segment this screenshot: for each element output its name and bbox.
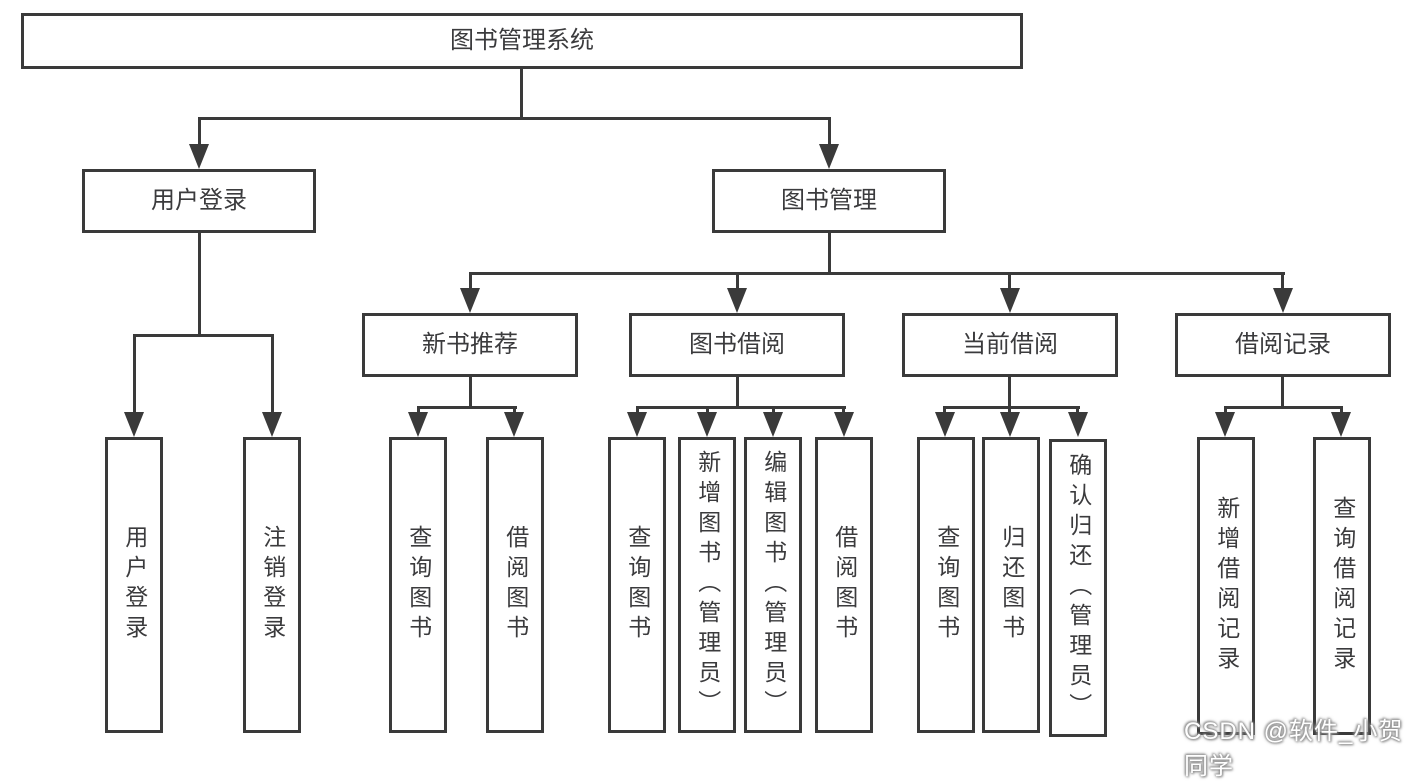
connector-drop-user-login [198,117,201,147]
connector-drop-logout-leaf [271,334,274,415]
leaf-label: 借阅图书 [502,525,529,645]
arrowhead-borrow-records [1273,288,1293,313]
connector-book-borrow-bus [636,406,846,409]
node-label: 图书管理 [781,186,877,214]
connector-drop-query-book-3 [943,406,946,416]
connector-root-stem [520,68,523,119]
connector-book-management-stem [828,233,831,275]
connector-drop-add-record [1224,406,1227,416]
arrowhead-book-management [819,144,839,169]
connector-level3-bus [469,272,1285,275]
node-label: 图书借阅 [689,330,785,358]
connector-drop-confirm-return [1076,406,1079,416]
connector-drop-borrow-records [1281,272,1284,290]
connector-drop-book-borrow [736,272,739,290]
node-book-borrowing: 图书借阅 [629,313,845,377]
node-book-management: 图书管理 [712,169,946,233]
leaf-label: 借阅图书 [831,525,858,645]
arrowhead-book-borrow [727,288,747,313]
arrowhead-query-book-1 [408,412,428,437]
connector-drop-new-book [469,272,472,290]
arrowhead-user-login [189,144,209,169]
connector-drop-query-book-2 [636,406,639,416]
leaf-edit-books-admin: 编辑图书（管理员） [744,437,802,733]
node-new-book-recommendation: 新书推荐 [362,313,578,377]
arrowhead-edit-book [763,412,783,437]
connector-user-login-stem [198,233,201,337]
connector-new-book-bus [417,406,517,409]
connector-drop-query-record [1340,406,1343,416]
leaf-add-borrow-record: 新增借阅记录 [1197,437,1255,735]
leaf-confirm-return-admin: 确认归还（管理员） [1049,439,1107,737]
leaf-label: 查询图书 [933,525,960,645]
node-label: 用户登录 [151,186,247,214]
connector-drop-book-management [828,117,831,147]
leaf-label: 用户登录 [121,525,148,645]
node-label: 当前借阅 [962,330,1058,358]
connector-current-borrow-bus [943,406,1080,409]
leaf-query-books-current: 查询图书 [917,437,975,733]
connector-borrow-records-bus [1224,406,1343,409]
leaf-label: 注销登录 [259,525,286,645]
leaf-label: 查询图书 [405,525,432,645]
leaf-query-books-recommend: 查询图书 [389,437,447,733]
arrowhead-confirm-return [1068,412,1088,437]
arrowhead-add-record [1215,412,1235,437]
leaf-borrow-books: 借阅图书 [815,437,873,733]
arrowhead-new-book [460,288,480,313]
connector-current-borrow-stem [1008,377,1011,409]
arrowhead-query-book-3 [935,412,955,437]
leaf-user-login: 用户登录 [105,437,163,733]
leaf-return-books: 归还图书 [982,437,1040,733]
node-library-management-system: 图书管理系统 [21,13,1023,69]
leaf-query-borrow-record: 查询借阅记录 [1313,437,1371,735]
node-label: 新书推荐 [422,330,518,358]
connector-borrow-records-stem [1281,377,1284,409]
leaf-add-books-admin: 新增图书（管理员） [678,437,736,733]
leaf-label: 确认归还（管理员） [1065,453,1092,723]
arrowhead-query-record [1331,412,1351,437]
leaf-logout: 注销登录 [243,437,301,733]
leaf-label: 新增图书（管理员） [694,450,721,720]
connector-drop-current-borrow [1008,272,1011,290]
arrowhead-borrow-book-1 [504,412,524,437]
csdn-watermark: CSDN @软件_小贺同学 [1184,718,1404,780]
node-current-borrowing: 当前借阅 [902,313,1118,377]
connector-user-login-bus [133,334,274,337]
leaf-borrow-books-recommend: 借阅图书 [486,437,544,733]
arrowhead-query-book-2 [627,412,647,437]
leaf-query-books-borrow: 查询图书 [608,437,666,733]
connector-drop-borrow-book-1 [513,406,516,416]
arrowhead-logout-leaf [262,412,282,437]
leaf-label: 查询借阅记录 [1329,496,1356,676]
node-label: 图书管理系统 [450,26,594,54]
leaf-label: 新增借阅记录 [1213,496,1240,676]
node-user-login: 用户登录 [82,169,316,233]
leaf-label: 查询图书 [624,525,651,645]
connector-book-borrow-stem [736,377,739,409]
arrowhead-return-book [1000,412,1020,437]
org-chart-diagram: 图书管理系统 用户登录 图书管理 新书推荐 图书借阅 当前借阅 借阅记录 [21,13,1402,780]
arrowhead-add-book [697,412,717,437]
connector-drop-edit-book [772,406,775,416]
connector-new-book-stem [469,377,472,409]
connector-drop-add-book [706,406,709,416]
arrowhead-current-borrow [1000,288,1020,313]
node-label: 借阅记录 [1235,330,1331,358]
arrowhead-login-leaf [124,412,144,437]
leaf-label: 编辑图书（管理员） [760,450,787,720]
connector-drop-return-book [1008,406,1011,416]
arrowhead-borrow-book-2 [834,412,854,437]
connector-drop-borrow-book-2 [842,406,845,416]
connector-drop-login-leaf [133,334,136,415]
connector-root-bus [198,117,831,120]
leaf-label: 归还图书 [998,525,1025,645]
node-borrowing-records: 借阅记录 [1175,313,1391,377]
connector-drop-query-book-1 [417,406,420,416]
